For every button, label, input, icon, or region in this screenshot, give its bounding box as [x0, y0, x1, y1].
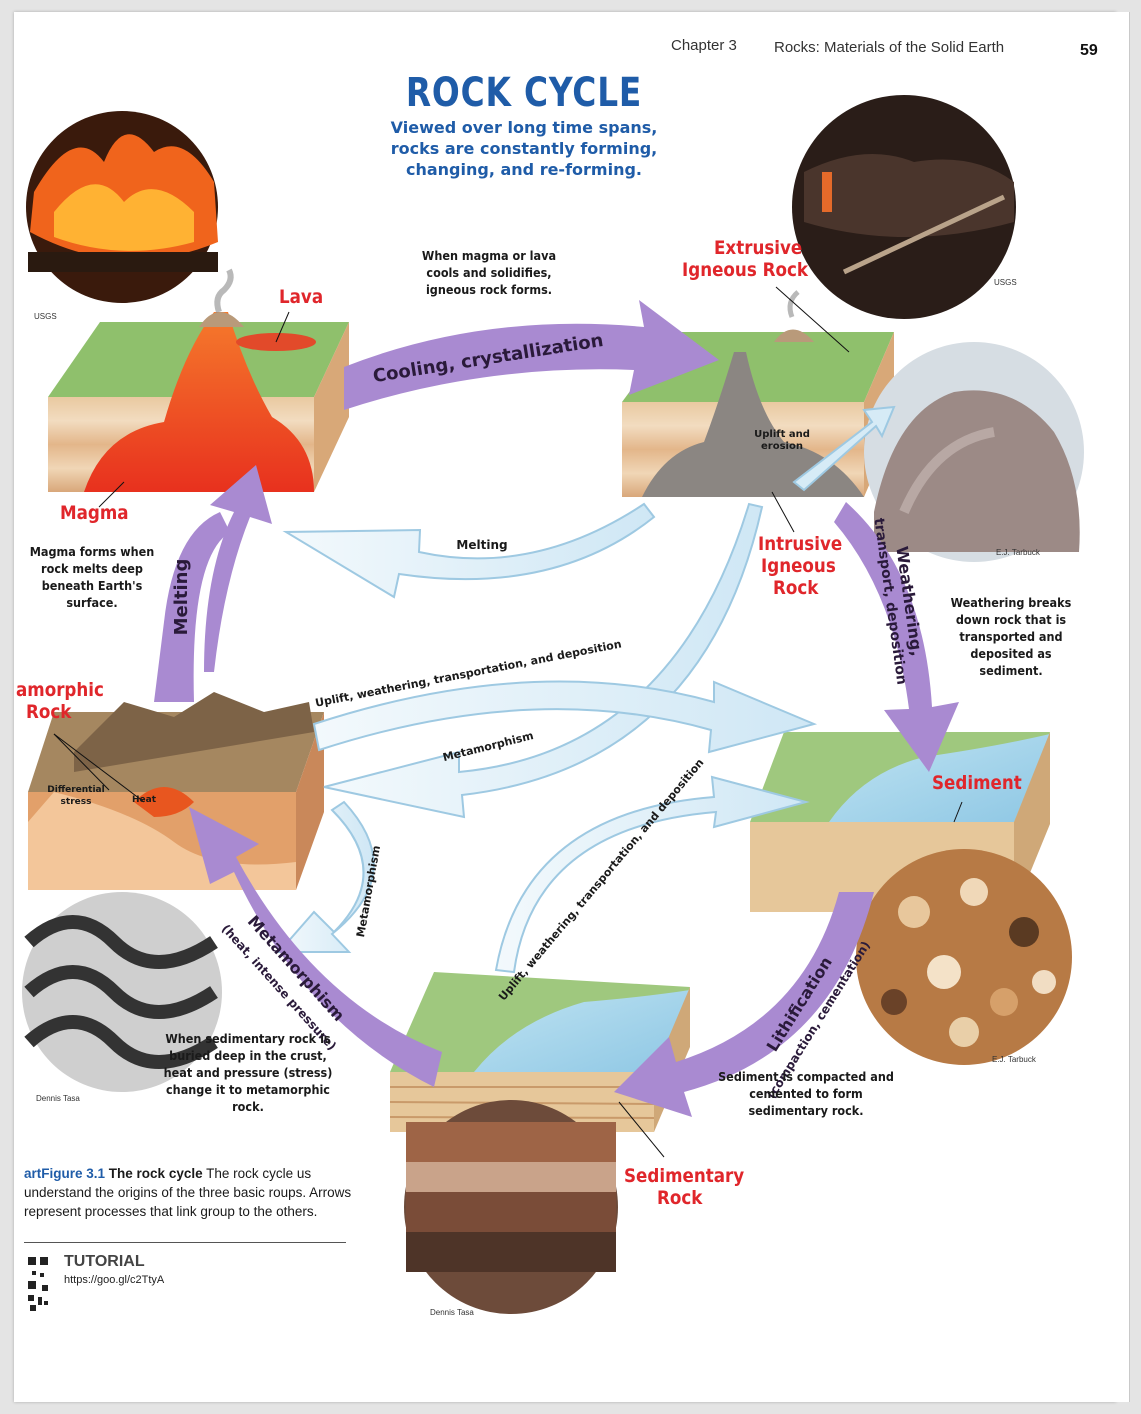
weathering-arrow: [834, 502, 959, 772]
lava-label: Lava: [279, 286, 324, 308]
sediment-label: Sediment: [932, 772, 1022, 794]
melting-big-arrow: [204, 465, 272, 672]
credit-tasa-2: Dennis Tasa: [430, 1308, 474, 1317]
metamorphic-label-1: amorphic: [16, 679, 104, 701]
differential-stress-label-1: Differential: [47, 785, 104, 795]
differential-stress-label-2: stress: [61, 797, 92, 807]
photo-granite: [864, 342, 1084, 562]
sediment-block: [750, 732, 1050, 912]
sediment-leader: [953, 801, 963, 823]
rock-cycle-artwork: Cooling, crystallization Melting Melting…: [22, 95, 1084, 1314]
page-number: 59: [1080, 42, 1098, 59]
extrusive-label-1: Extrusive: [714, 237, 803, 259]
credit-tasa-1: Dennis Tasa: [36, 1094, 80, 1103]
lithification-arrow: [614, 892, 874, 1117]
metamorphism-loop-arrow: [276, 800, 375, 953]
photo-lava-flow: [792, 95, 1016, 319]
uplift-lower-arrow: [494, 775, 810, 974]
heat-label: Heat: [132, 795, 157, 805]
caption-title: The rock cycle: [108, 1166, 203, 1181]
melting-big-arrow-body: [154, 512, 230, 702]
page-edge: [1116, 12, 1130, 1402]
uplift-erosion-label-1: Uplift and: [754, 429, 810, 440]
intrusive-leader: [771, 491, 795, 533]
intrusive-label-1: Intrusive: [758, 533, 843, 555]
melting-big-label: Melting: [171, 559, 192, 636]
magma-label: Magma: [60, 502, 129, 524]
qr-code-icon[interactable]: [26, 1255, 50, 1315]
photo-sand: [856, 849, 1072, 1065]
weathering-note: Weathering breaks down rock that is tran…: [950, 595, 1072, 678]
caption-text: The rock cycle us understand the origins…: [24, 1166, 352, 1219]
photo-gneiss: [22, 892, 222, 1092]
metamorphism-big-arrow: [189, 807, 442, 1087]
metamorphism-arrow: [323, 502, 764, 819]
diagram-subtitle: Viewed over long time spans, rocks are c…: [390, 118, 658, 179]
metamorphic-note: When sedimentary rock is buried deep in …: [163, 1031, 333, 1114]
textbook-page: Chapter 3 Rocks: Materials of the Solid …: [14, 12, 1116, 1402]
magma-note: Magma forms when rock melts deep beneath…: [29, 544, 155, 610]
uplift-erosion-label-2: erosion: [761, 441, 803, 452]
melting-arrow: [282, 502, 656, 599]
uplift-lower-label: Uplift, weathering, transportation, and …: [496, 756, 706, 1003]
igneous-note: When magma or lava cools and solidifies,…: [421, 248, 557, 297]
chapter-label: Chapter 3: [671, 37, 737, 54]
credit-tarbuck-2: E.J. Tarbuck: [992, 1055, 1036, 1064]
sedimentary-label-1: Sedimentary: [624, 1165, 745, 1187]
sedimentary-leader: [618, 1101, 665, 1158]
credit-tarbuck-1: E.J. Tarbuck: [996, 548, 1040, 557]
intrusive-label-3: Rock: [773, 577, 819, 599]
metamorphism-loop-label: Metamorphism: [354, 844, 383, 938]
metamorphism-small-label: Metamorphism: [441, 729, 534, 764]
sediment-note: Sediment is compacted and cemented to fo…: [718, 1069, 894, 1118]
uplift-erosion-arrow: [792, 405, 896, 492]
intrusive-label-2: Igneous: [761, 555, 836, 577]
tutorial-label: TUTORIAL: [64, 1253, 145, 1270]
lava-leader: [275, 311, 290, 343]
uplift-upper-arrow: [312, 680, 818, 754]
photo-lava-eruption: [26, 111, 218, 303]
caption-label: artFigure 3.1: [24, 1166, 106, 1181]
credit-usgs-left: USGS: [34, 312, 57, 321]
metamorphic-label-2: Rock: [26, 701, 72, 723]
metamorphic-leader-2: [53, 733, 145, 803]
running-title: Rocks: Materials of the Solid Earth: [774, 39, 1005, 56]
melting-small-label: Melting: [456, 538, 507, 552]
extrusive-leader: [775, 286, 850, 353]
metamorphic-leader-1: [53, 733, 110, 791]
magma-leader: [98, 481, 125, 508]
extrusive-label-2: Igneous Rock: [682, 259, 808, 281]
photo-canyon: [404, 1100, 618, 1314]
tutorial-link[interactable]: https://goo.gl/c2TtyA: [64, 1274, 165, 1286]
credit-usgs-right: USGS: [994, 278, 1017, 287]
magma-block: [48, 268, 349, 492]
figure-caption: artFigure 3.1 The rock cycle The rock cy…: [24, 1164, 354, 1221]
cooling-arrow: [344, 300, 719, 410]
sedimentary-label-2: Rock: [657, 1187, 703, 1209]
caption-divider: [24, 1242, 346, 1243]
diagram-title: ROCK CYCLE: [405, 70, 643, 116]
